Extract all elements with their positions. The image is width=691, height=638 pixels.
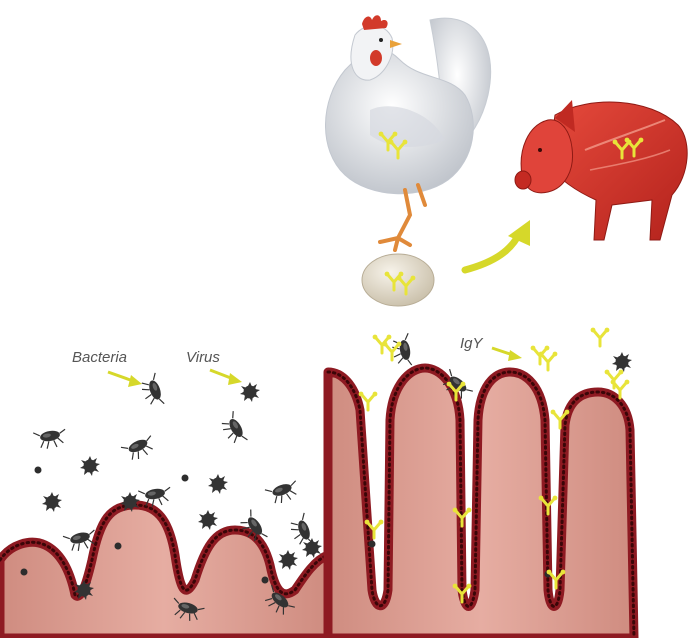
intestine-healthy [328,368,634,638]
bacteria-label: Bacteria [72,349,127,366]
virus-label: Virus [186,349,220,366]
intestine-infected [0,505,328,638]
igy-arrow [492,348,522,361]
pig-icon [515,100,687,240]
bacteria-arrow [108,372,142,387]
igy-label: IgY [460,335,484,352]
hen-icon [325,15,490,250]
virus-arrow [210,370,242,385]
egg-icon [362,254,434,306]
